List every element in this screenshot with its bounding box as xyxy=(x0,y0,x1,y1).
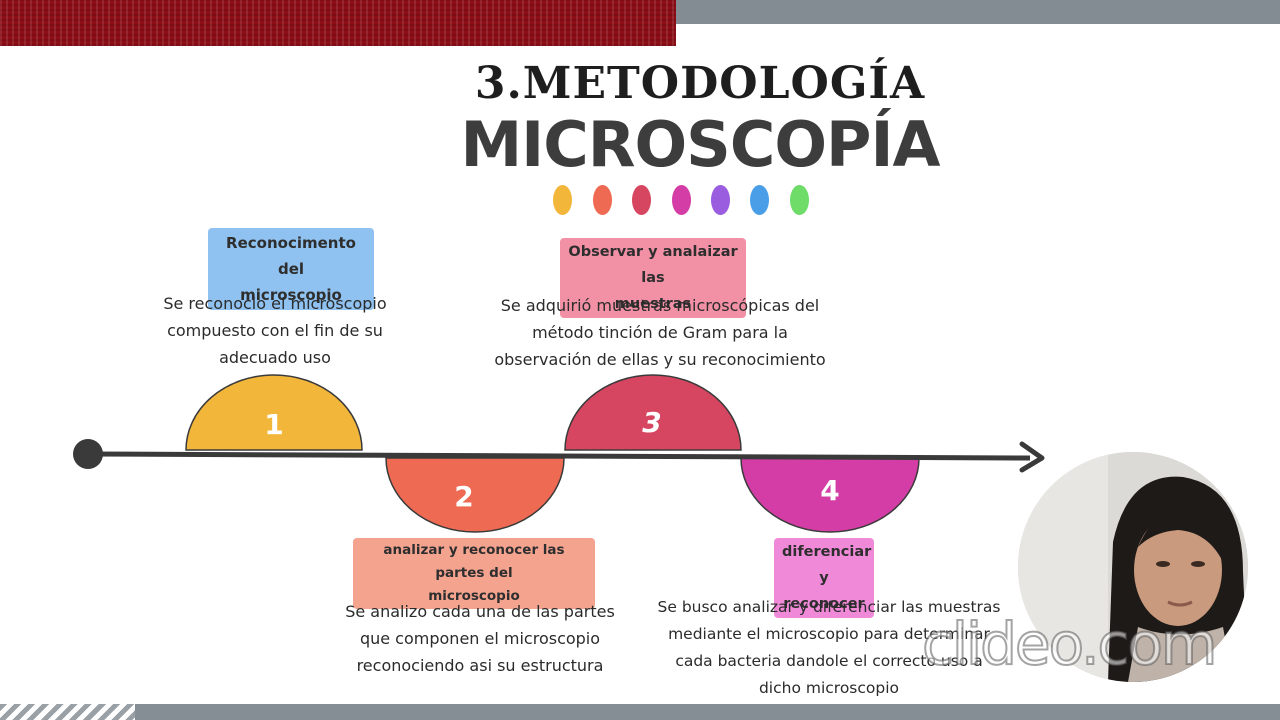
step-2-semicircle xyxy=(385,457,565,533)
step-3-number: 3 xyxy=(642,406,661,439)
bottom-gray-bar xyxy=(135,704,1280,720)
timeline-start-dot xyxy=(73,439,103,469)
step-3-description: Se adquirió muestras microscópicas del m… xyxy=(490,292,830,373)
watermark: clideo.com xyxy=(921,609,1218,679)
step-3-desc-line-2: método tinción de Gram para la xyxy=(532,323,788,342)
webcam-overlay xyxy=(1018,452,1248,682)
presenter-video xyxy=(1018,452,1248,682)
step-2-number: 2 xyxy=(454,480,473,513)
step-4-semicircle xyxy=(740,457,920,533)
step-1-semicircle xyxy=(185,374,363,451)
step-2-label: analizar y reconocer las partes del micr… xyxy=(353,538,595,609)
step-4-label-line-2: reconocer xyxy=(783,596,865,612)
step-2-label-line-1: analizar y reconocer las partes del xyxy=(383,542,565,581)
dot-purple xyxy=(711,185,730,215)
dot-magenta xyxy=(672,185,691,215)
timeline-line xyxy=(87,451,1031,461)
step-1-label-line-1: Reconocimento del xyxy=(226,234,356,278)
step-1-desc-line-2: compuesto con el fin de su xyxy=(167,321,383,340)
color-dots xyxy=(553,185,813,215)
dot-green xyxy=(790,185,809,215)
bottom-stripes xyxy=(0,704,135,720)
step-3-semicircle xyxy=(564,374,742,451)
step-1-description: Se reconocio el microscopio compuesto co… xyxy=(140,290,410,371)
slide-subtitle: MICROSCOPÍA xyxy=(460,108,940,181)
step-3-label-line-2: muestras xyxy=(614,296,692,312)
step-3-label: Observar y analaizar las muestras xyxy=(560,238,746,318)
step-4-description: Se busco analizar y diferenciar las mues… xyxy=(650,594,1008,702)
step-2-desc-line-2: que componen el microscopio xyxy=(359,629,601,648)
top-red-bar xyxy=(0,0,676,46)
step-2-desc-line-3: reconociendo asi su estructura xyxy=(356,656,604,675)
step-1-label: Reconocimento del microscopio xyxy=(208,228,374,310)
step-2-description: Se analizo cada una de las partes que co… xyxy=(320,598,640,679)
step-4-desc-line-2: mediante el microscopio para determinar xyxy=(668,625,990,643)
dot-orange xyxy=(593,185,612,215)
step-3-label-line-1: Observar y analaizar las xyxy=(568,244,738,286)
step-4-number: 4 xyxy=(820,474,839,507)
step-4-label-line-1: diferenciar y xyxy=(782,544,872,586)
step-3-desc-line-3: observación de ellas y su reconocimiento xyxy=(494,350,826,369)
step-4-desc-line-1: Se busco analizar y diferenciar las mues… xyxy=(657,598,1001,616)
step-4-label: diferenciar y reconocer xyxy=(774,538,874,618)
step-2-label-line-2: microscopio xyxy=(428,588,520,604)
dot-yellow xyxy=(553,185,572,215)
timeline-arrowhead xyxy=(1019,441,1045,473)
step-2-desc-line-1: Se analizo cada una de las partes xyxy=(345,602,615,621)
dot-blue xyxy=(750,185,769,215)
step-1-number: 1 xyxy=(264,408,283,441)
step-4-desc-line-3: cada bacteria dandole el correcto uso a xyxy=(675,652,983,670)
step-1-label-line-2: microscopio xyxy=(240,286,342,304)
dot-red xyxy=(632,185,651,215)
step-4-desc-line-4: dicho microscopio xyxy=(758,679,900,697)
slide-title: 3.METODOLOGÍA xyxy=(474,58,926,109)
top-gray-bar xyxy=(676,0,1280,24)
step-1-desc-line-3: adecuado uso xyxy=(219,348,331,367)
step-3-desc-line-1: Se adquirió muestras microscópicas del xyxy=(500,296,820,315)
step-1-desc-line-1: Se reconocio el microscopio xyxy=(163,294,387,313)
